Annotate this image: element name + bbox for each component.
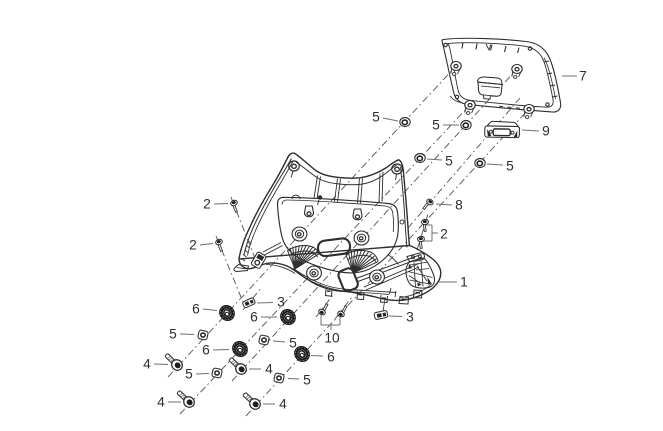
svg-text:6: 6 bbox=[327, 350, 335, 365]
svg-text:2: 2 bbox=[203, 197, 211, 212]
svg-text:10: 10 bbox=[324, 331, 340, 346]
svg-text:4: 4 bbox=[279, 397, 287, 412]
svg-text:5: 5 bbox=[303, 373, 311, 388]
svg-text:5: 5 bbox=[289, 336, 297, 351]
svg-text:9: 9 bbox=[542, 124, 550, 139]
svg-text:3: 3 bbox=[406, 310, 414, 325]
svg-text:4: 4 bbox=[265, 362, 273, 377]
svg-text:5: 5 bbox=[506, 159, 514, 174]
svg-text:7: 7 bbox=[579, 69, 587, 84]
svg-text:5: 5 bbox=[169, 327, 177, 342]
svg-text:4: 4 bbox=[143, 357, 151, 372]
svg-text:2: 2 bbox=[189, 238, 197, 253]
svg-text:8: 8 bbox=[455, 198, 463, 213]
svg-text:1: 1 bbox=[460, 275, 468, 290]
svg-text:2: 2 bbox=[440, 227, 448, 242]
svg-text:6: 6 bbox=[202, 343, 210, 358]
svg-text:5: 5 bbox=[445, 154, 453, 169]
svg-text:6: 6 bbox=[192, 302, 200, 317]
svg-text:4: 4 bbox=[157, 395, 165, 410]
svg-text:6: 6 bbox=[250, 310, 258, 325]
svg-text:5: 5 bbox=[372, 110, 380, 125]
svg-text:3: 3 bbox=[277, 295, 285, 310]
svg-text:5: 5 bbox=[432, 118, 440, 133]
svg-text:5: 5 bbox=[185, 367, 193, 382]
